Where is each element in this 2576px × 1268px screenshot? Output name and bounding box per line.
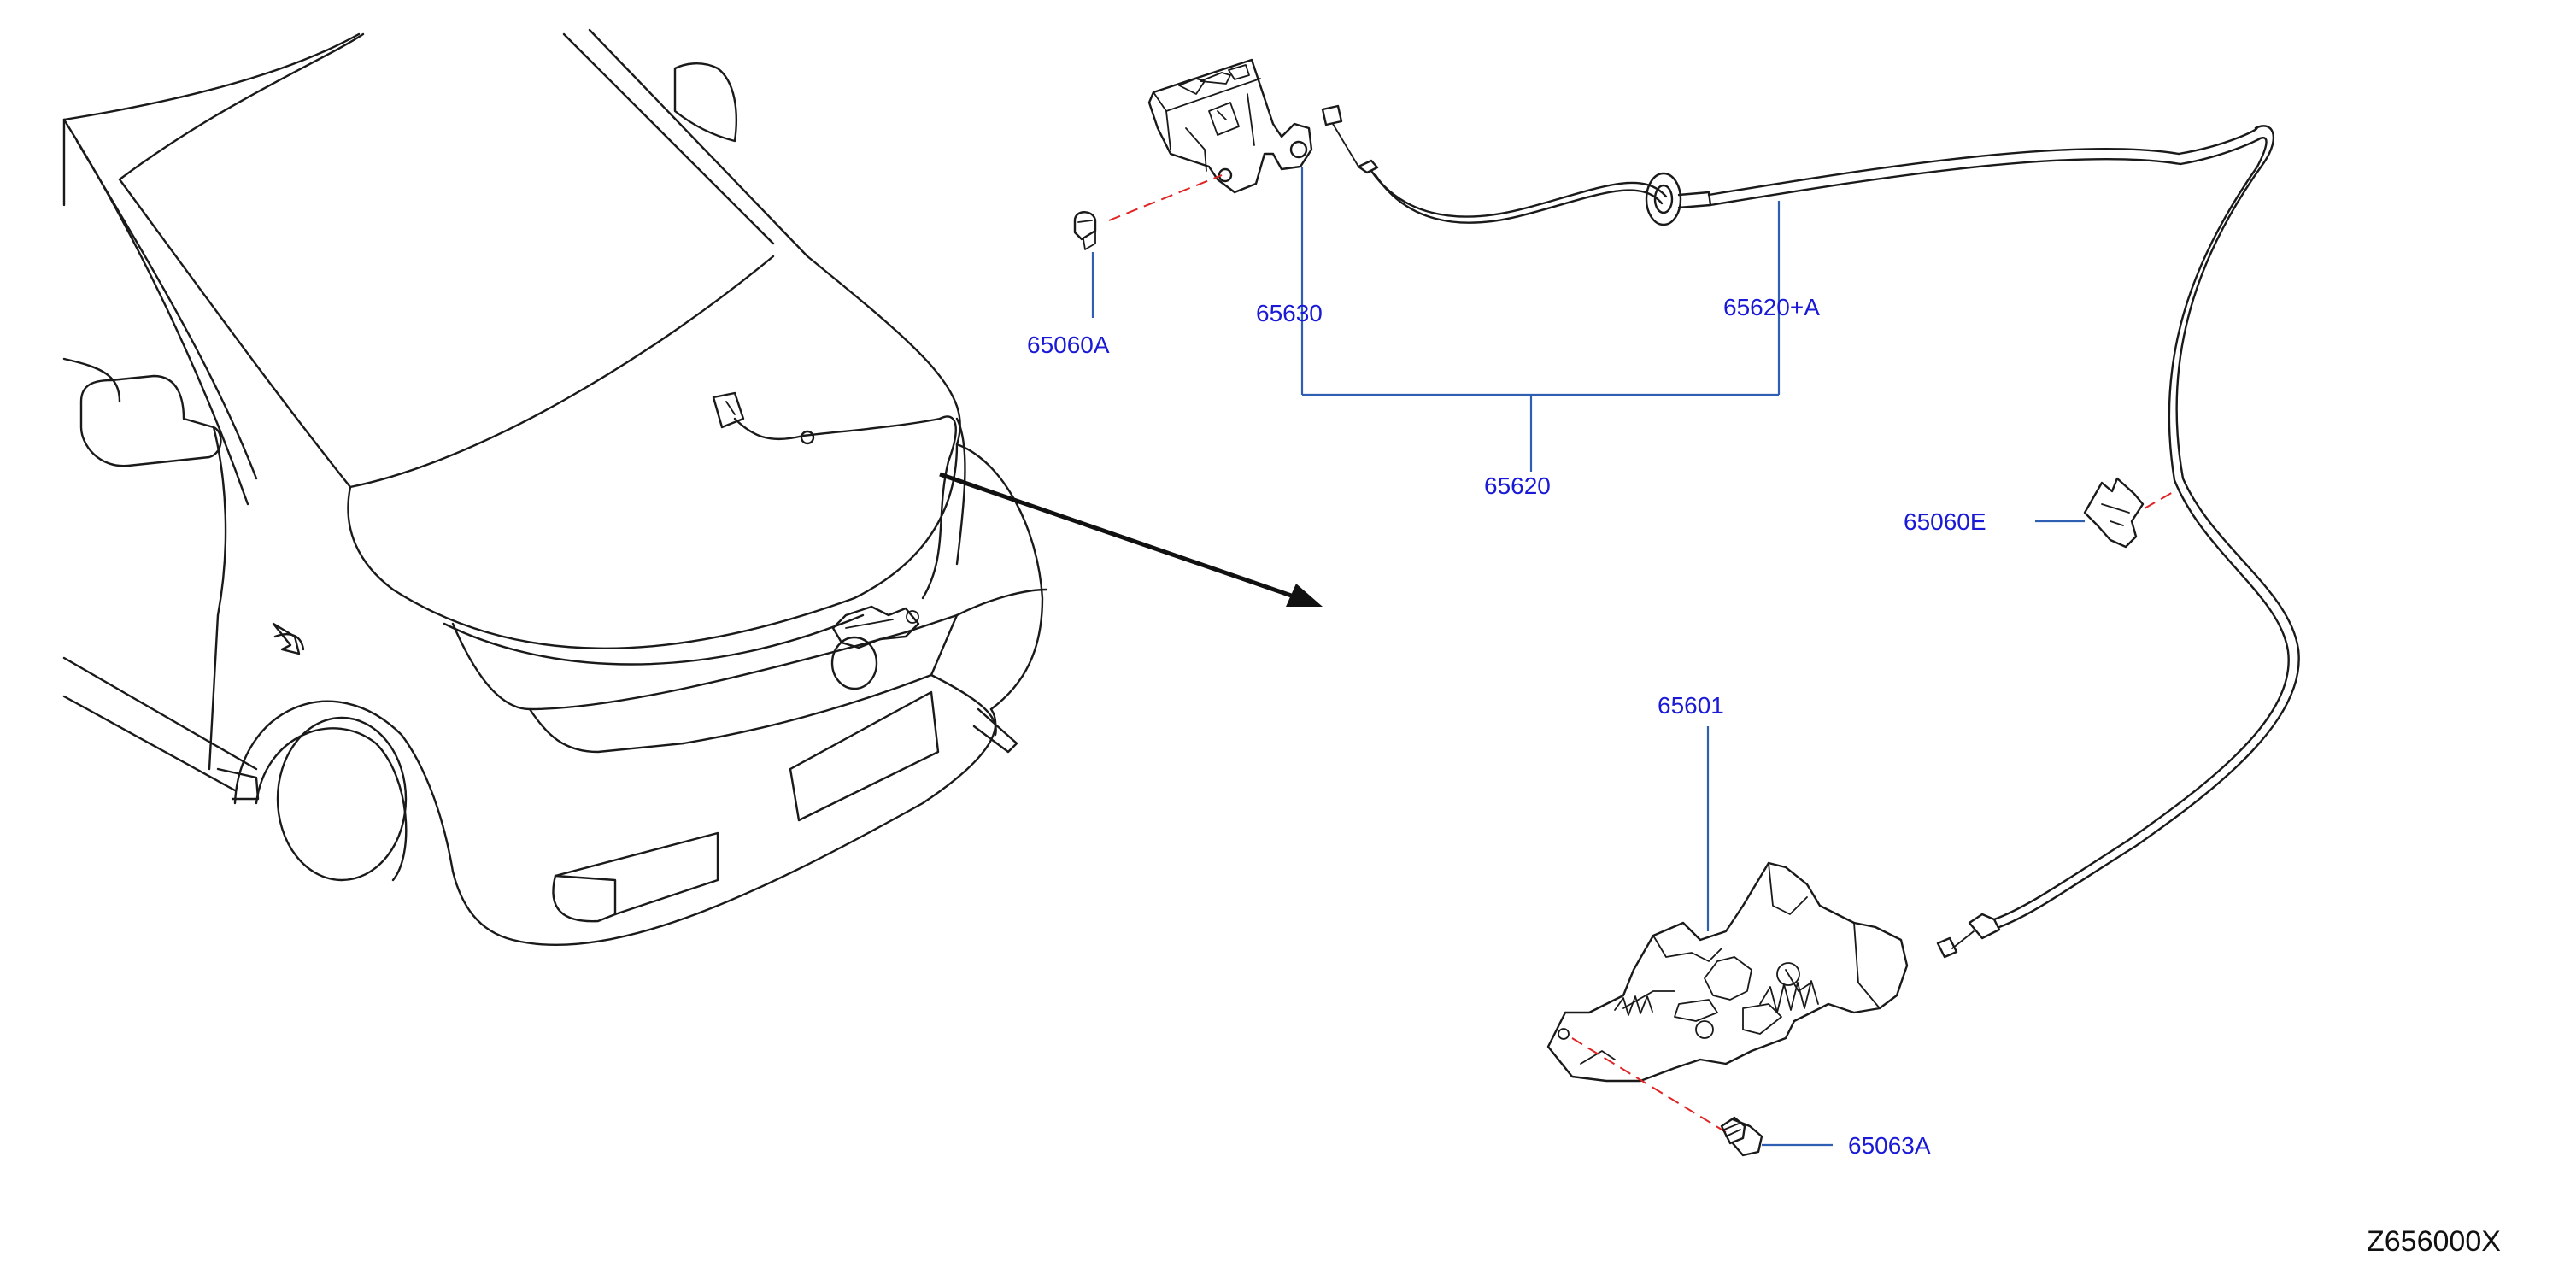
- clip-65060A: [1073, 174, 1223, 318]
- label-65063A: 65063A: [1848, 1132, 1931, 1159]
- hood-release-handle-65630: [1147, 58, 1313, 194]
- label-65620: 65620: [1484, 473, 1551, 499]
- vehicle-hood-cable-routing: [712, 391, 1323, 649]
- label-65630: 65630: [1256, 300, 1323, 326]
- label-65060E: 65060E: [1904, 508, 1986, 535]
- hood-lock-control-cable-65620: [1300, 104, 2300, 959]
- vehicle-front-view: [62, 28, 1048, 947]
- diagram-reference-code: Z656000X: [2367, 1225, 2501, 1258]
- label-65620-A: 65620+A: [1723, 294, 1820, 320]
- label-65601: 65601: [1658, 692, 1724, 719]
- hood-lock-assembly-65601: [1546, 726, 1909, 1083]
- bolt-65063A: [1571, 1037, 1833, 1157]
- label-65060A: 65060A: [1027, 332, 1110, 358]
- clip-65060E: [2035, 477, 2175, 549]
